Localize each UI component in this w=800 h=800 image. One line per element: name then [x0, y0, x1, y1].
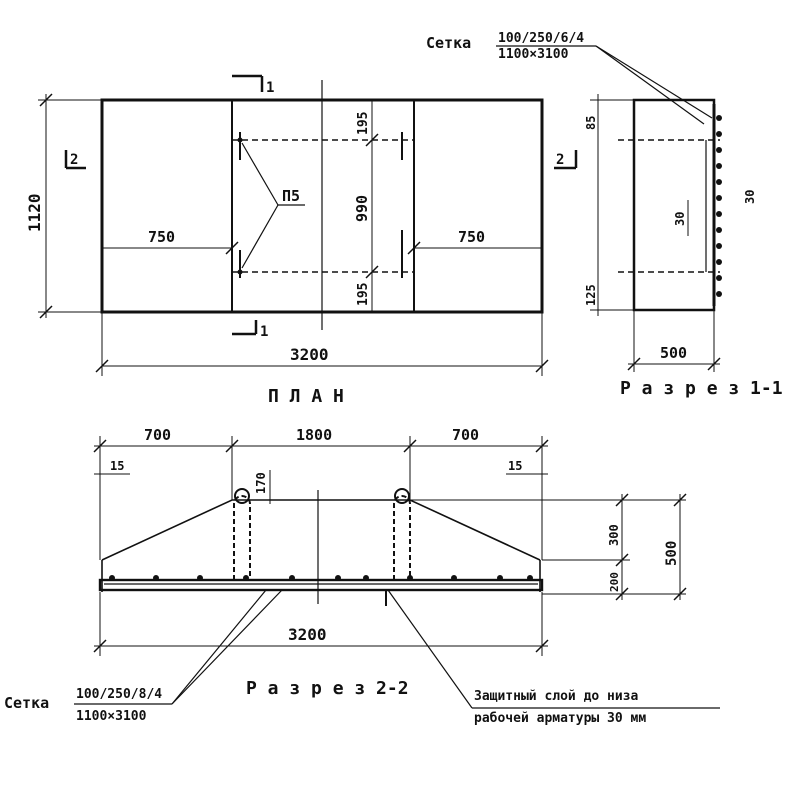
section11-tick — [707, 357, 721, 371]
section22-loop-left — [233, 495, 251, 580]
section22-right-dim: 700 — [452, 426, 479, 444]
section22-tick — [93, 439, 107, 453]
section11-title: Р а з р е з 1-1 — [620, 378, 783, 399]
section22-note-leader — [387, 589, 473, 709]
plan-bottom-offset-dim: 195 — [356, 283, 371, 306]
section22-tick — [615, 553, 629, 567]
plan-tick — [39, 305, 53, 319]
section22-tick — [615, 587, 629, 601]
section11-mesh-label: Сетка — [426, 34, 471, 52]
section22-mesh-top: 100/250/8/4 — [76, 687, 162, 702]
section22-total-dim: 3200 — [288, 625, 327, 644]
plan-view: П5 750 750 195 990 195 3200 1120 1 — [25, 74, 578, 407]
section22-mesh-leader — [171, 589, 283, 705]
plan-right-bay-dim: 750 — [458, 228, 485, 246]
section11-mid-dim: 30 — [673, 212, 687, 226]
section22-loop-right — [393, 495, 411, 580]
section11-bar-dots — [716, 115, 722, 297]
section11-side-dim: 30 — [743, 190, 757, 204]
section22-loop-dim: 170 — [254, 472, 268, 494]
section22-profile — [101, 499, 541, 561]
plan-height-dim: 1120 — [25, 193, 44, 232]
section22-height-bottom-dim: 200 — [608, 572, 621, 592]
section22-tick — [615, 493, 629, 507]
section22-mid-dim: 1800 — [296, 426, 332, 444]
plan-width-dim: 3200 — [290, 345, 329, 364]
plan-tick — [39, 93, 53, 107]
section11-mesh-bottom: 1100×3100 — [498, 47, 569, 62]
section22-title: Р а з р е з 2-2 — [246, 678, 409, 699]
section22-tick — [93, 639, 107, 653]
section22-base — [98, 578, 544, 592]
section22-cover-note-2: рабочей арматуры 30 мм — [474, 711, 646, 726]
section22-height-total-dim: 500 — [664, 541, 680, 566]
section11-mesh-leader — [595, 45, 713, 119]
section22-mesh-label: Сетка — [4, 694, 49, 712]
section22-mesh-leader — [171, 589, 267, 705]
section22-tick — [673, 493, 687, 507]
plan-mid-span-dim: 990 — [353, 195, 371, 222]
section22-tick — [225, 439, 239, 453]
plan-tick — [535, 359, 549, 373]
section22-left-dim: 700 — [144, 426, 171, 444]
cut-2-right-label: 2 — [556, 152, 564, 168]
plan-loop-mark: П5 — [282, 187, 300, 205]
plan-tick — [407, 241, 421, 255]
section22-loop-head — [234, 488, 250, 504]
section-2-2-view: 700 1800 700 15 15 170 300 200 500 3200 — [4, 426, 720, 726]
cut-2-left-label: 2 — [70, 152, 78, 168]
section22-height-top-dim: 300 — [607, 524, 621, 546]
section22-mesh-bottom: 1100×3100 — [76, 709, 147, 724]
section11-mesh-leader — [595, 45, 705, 125]
section22-tick — [535, 639, 549, 653]
plan-tick — [365, 265, 379, 279]
plan-tick — [95, 359, 109, 373]
plan-loop-dot — [237, 137, 243, 143]
plan-leader-loop — [241, 204, 279, 269]
plan-left-bay-dim: 750 — [148, 228, 175, 246]
section11-tick — [627, 357, 641, 371]
section22-cover-note-1: Защитный слой до низа — [474, 689, 639, 704]
section22-bar-dots — [109, 575, 533, 581]
plan-tick — [225, 241, 239, 255]
section22-tick — [673, 587, 687, 601]
section22-loop-head — [394, 488, 410, 504]
plan-tick — [365, 133, 379, 147]
plan-leader-loop — [241, 142, 279, 206]
cut-1-bottom-label: 1 — [260, 324, 268, 340]
section22-right-edge-dim: 15 — [508, 459, 522, 473]
section22-tick — [403, 439, 417, 453]
section11-outline — [632, 98, 716, 312]
plan-title: П Л А Н — [268, 386, 344, 407]
section22-tick — [535, 439, 549, 453]
section11-width-dim: 500 — [660, 344, 687, 362]
plan-loop-dot — [237, 269, 243, 275]
section11-mesh-top: 100/250/6/4 — [498, 31, 584, 46]
section22-left-edge-dim: 15 — [110, 459, 124, 473]
section-1-1-view: 85 125 30 30 500 Сетка 100/250/6/4 1100×… — [426, 31, 783, 399]
section11-bottom-dim: 125 — [584, 284, 598, 306]
section11-top-dim: 85 — [584, 116, 598, 130]
plan-top-offset-dim: 195 — [356, 112, 371, 135]
cut-1-top-label: 1 — [266, 80, 274, 96]
